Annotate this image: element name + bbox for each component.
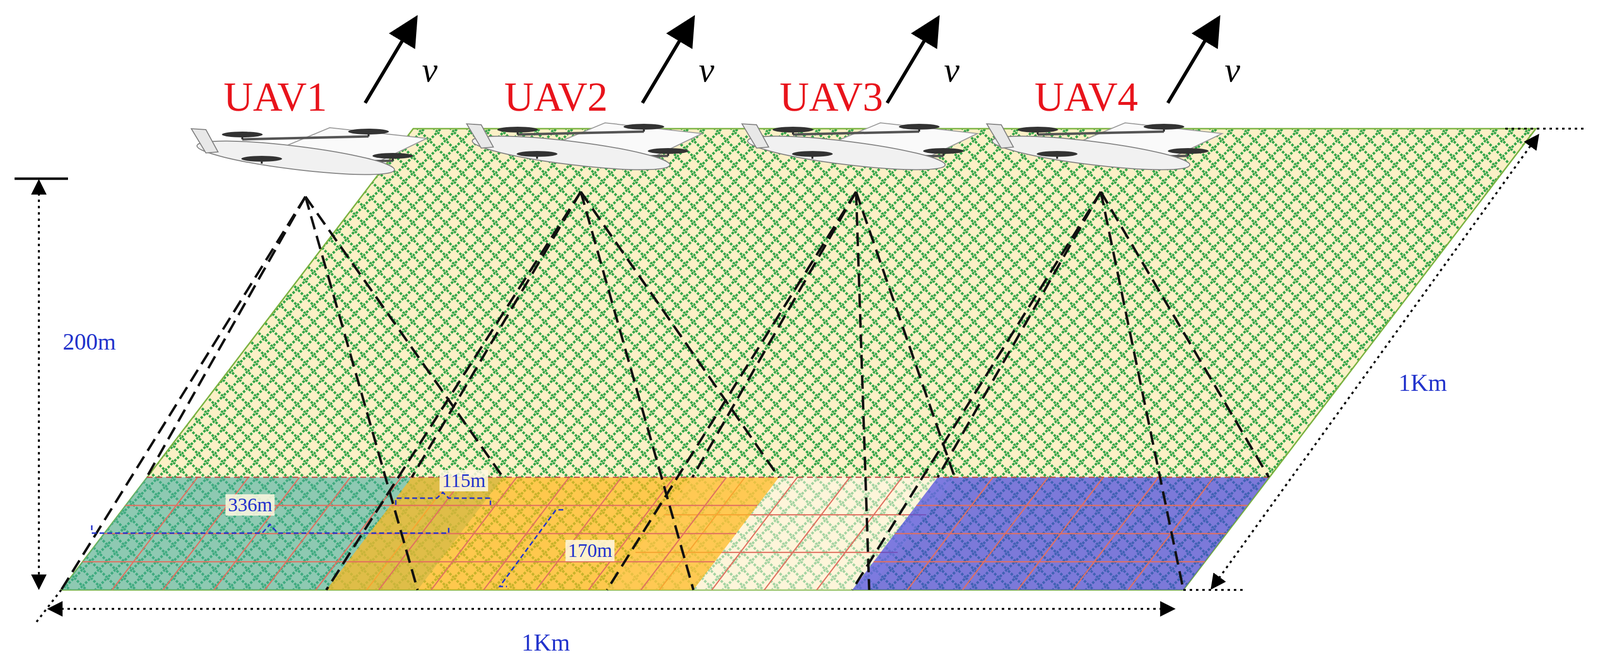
sensor-cone-line	[326, 191, 581, 590]
footprint-grid	[873, 561, 1205, 563]
footprint-grid	[390, 505, 758, 507]
uav-fuselage	[195, 134, 397, 182]
uav-aircraft	[741, 122, 978, 177]
sensor-cone-line	[146, 196, 306, 478]
uav-rotor-mast	[667, 151, 670, 156]
uav-rotor-mast	[367, 131, 370, 137]
dimension-label: 200m	[62, 329, 116, 354]
sensor-cone-line	[856, 191, 955, 478]
dimension-label: 1Km	[521, 629, 571, 656]
velocity-label: v	[421, 51, 438, 89]
sensor-cone-line	[856, 191, 870, 590]
uav-fuselage	[471, 129, 672, 177]
sensor-cone-line	[852, 191, 1101, 590]
footprint-grid	[894, 533, 1227, 535]
footprint-grid	[764, 477, 850, 590]
sensor-cone-line	[411, 191, 581, 478]
uav-rotor-mast	[942, 151, 945, 156]
uav-rotor-mast	[516, 129, 519, 135]
uav-fuselage	[991, 129, 1192, 177]
uav-tail	[741, 123, 769, 149]
width-dimension	[48, 607, 1175, 610]
extension-line	[1505, 127, 1586, 130]
dimension-tick	[14, 177, 68, 181]
sensor-cone-line	[1100, 191, 1269, 478]
height-dimension	[37, 180, 40, 589]
footprint-grid	[916, 505, 1248, 507]
footprint-grid	[369, 533, 737, 535]
footprint-grid	[347, 561, 715, 563]
uav-boom	[517, 131, 644, 135]
sensor-cone-line	[305, 196, 418, 590]
ground-plane	[61, 128, 1536, 590]
sensor-cone-line	[580, 191, 779, 478]
uav4-footprint	[852, 477, 1269, 590]
uav-aircraft	[191, 127, 427, 182]
uav-rotor-mast	[918, 126, 921, 132]
uav-rotor-mast	[791, 129, 794, 135]
footprint-area	[852, 477, 1269, 590]
velocity-arrow	[887, 28, 932, 103]
uav-aircraft	[466, 122, 703, 177]
dimension-label: 170m	[565, 539, 615, 562]
uav-rotor-mast	[1187, 151, 1190, 156]
sensor-cone-line	[580, 191, 694, 590]
sensor-cone-line	[937, 191, 1101, 478]
uav-boom	[242, 136, 369, 140]
uav-name: UAV2	[504, 75, 608, 119]
sensor-cone-line	[1100, 191, 1184, 590]
velocity-label: v	[943, 51, 960, 89]
depth-dimension	[1211, 134, 1539, 589]
strip-boundary	[146, 476, 1269, 479]
uav-fuselage	[746, 129, 947, 177]
sensor-cone-line	[606, 191, 857, 590]
velocity-label: v	[698, 51, 715, 89]
extension-line	[1183, 589, 1244, 591]
sensor-cone-line	[61, 196, 306, 590]
uav-boom	[1037, 131, 1164, 135]
depth-bracket	[499, 509, 564, 587]
velocity-arrow	[1167, 28, 1213, 103]
sensor-cone-line	[305, 196, 504, 478]
sensor-cone-line	[692, 191, 857, 478]
uav-name: UAV1	[223, 75, 327, 119]
uav-rotor-mast	[536, 153, 539, 159]
uav-name: UAV4	[1034, 75, 1138, 119]
footprint-area	[326, 477, 779, 590]
uav-rotor-mast	[811, 153, 814, 159]
uav-tail	[191, 128, 219, 153]
velocity-label: v	[1224, 51, 1241, 89]
uav-name: UAV3	[779, 75, 883, 119]
uav-boom	[792, 131, 920, 135]
uav-rotor-mast	[1036, 129, 1039, 135]
velocity-arrow	[365, 28, 410, 103]
extension-line	[34, 589, 62, 624]
uav-rotor-mast	[260, 158, 263, 164]
uav-tail	[986, 123, 1014, 149]
uav-rotor-mast	[1162, 126, 1165, 132]
uav2-footprint	[326, 477, 779, 590]
dimension-label: 336m	[225, 494, 275, 516]
dimension-label: 1Km	[1398, 370, 1448, 396]
uav-tail	[466, 123, 494, 149]
dimension-label: 115m	[439, 470, 489, 492]
width-bracket	[91, 524, 449, 534]
uav-rotor-mast	[642, 126, 645, 132]
uav-rotor-mast	[241, 134, 244, 140]
uav-rotor-mast	[1056, 153, 1059, 159]
uav-aircraft	[986, 122, 1223, 177]
overlap-bracket	[395, 492, 491, 506]
velocity-arrow	[642, 28, 688, 103]
uav-rotor-mast	[391, 155, 394, 161]
